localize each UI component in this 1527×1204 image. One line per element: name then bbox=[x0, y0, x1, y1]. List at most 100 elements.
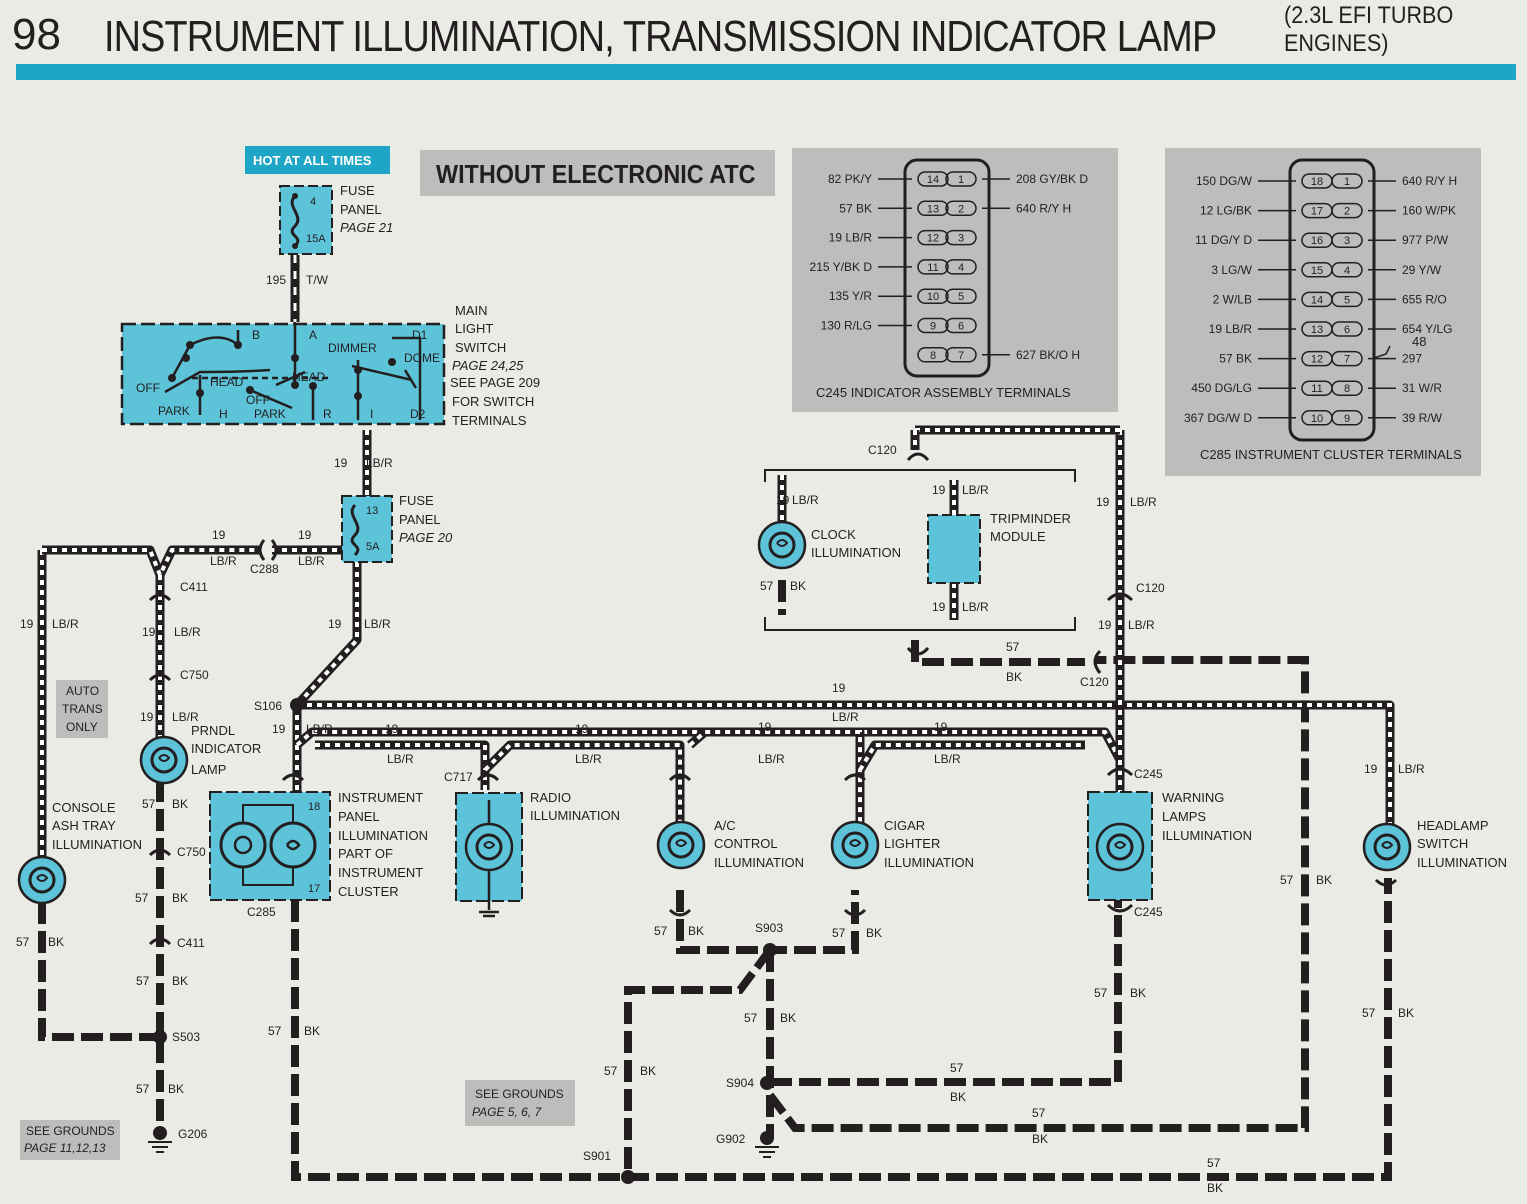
ground-symbols bbox=[148, 1126, 779, 1158]
label-s503: S503 bbox=[172, 1030, 200, 1044]
prndl-label-2: INDICATOR bbox=[191, 741, 261, 756]
switch-term-off-2: OFF bbox=[246, 393, 270, 407]
wire-number-label: 19 bbox=[1364, 762, 1378, 776]
terminal-left-wire: 150 DG/W bbox=[1196, 174, 1253, 188]
tripminder-labels: TRIPMINDER MODULE bbox=[990, 511, 1071, 544]
terminal-pin-number: 1 bbox=[958, 174, 964, 186]
warning-label-3: ILLUMINATION bbox=[1162, 828, 1252, 843]
title-underline-bar bbox=[16, 64, 1516, 80]
wire-color-label: LB/R bbox=[172, 710, 199, 724]
terminal-right-wire: 655 R/O bbox=[1402, 292, 1447, 306]
wire-color-label: BK bbox=[168, 1082, 184, 1096]
terminal-left-wire: 215 Y/BK D bbox=[810, 260, 873, 274]
cigar-label-3: ILLUMINATION bbox=[884, 855, 974, 870]
main-switch-label-3: SWITCH bbox=[455, 340, 506, 355]
wire-number-label: 57 bbox=[1094, 986, 1108, 1000]
see-grounds-2-line-1: SEE GROUNDS bbox=[475, 1087, 564, 1101]
wire-number-label: 19 bbox=[140, 710, 154, 724]
radio-label-2: ILLUMINATION bbox=[530, 808, 620, 823]
ip-pin-18: 18 bbox=[308, 801, 320, 813]
console-label-1: CONSOLE bbox=[52, 800, 116, 815]
main-switch-label-2: LIGHT bbox=[455, 321, 493, 336]
see-grounds-box-1 bbox=[20, 1120, 120, 1160]
terminal-pin-number: 12 bbox=[1311, 354, 1323, 366]
wire-color-label: LB/R bbox=[962, 483, 989, 497]
tripminder-module-box bbox=[927, 514, 981, 584]
terminal-right-wire: 31 W/R bbox=[1402, 381, 1442, 395]
wire-color-label: BK bbox=[950, 1090, 966, 1104]
ip-label-4: PART OF bbox=[338, 846, 393, 861]
ground-wires-57-bk bbox=[38, 580, 1392, 1181]
warning-label-1: WARNING bbox=[1162, 790, 1224, 805]
wire-number-label: 19 bbox=[142, 625, 156, 639]
prndl-label-3: LAMP bbox=[191, 762, 226, 777]
ac-labels: A/C CONTROL ILLUMINATION bbox=[714, 818, 804, 870]
terminal-pin-number: 7 bbox=[1344, 354, 1350, 366]
terminal-pin bbox=[917, 288, 949, 304]
cigar-labels: CIGAR LIGHTER ILLUMINATION bbox=[884, 818, 974, 870]
console-labels: CONSOLE ASH TRAY ILLUMINATION bbox=[52, 800, 142, 852]
auto-trans-label-1: AUTO bbox=[66, 684, 99, 698]
terminal-right-wire: 39 R/W bbox=[1402, 411, 1443, 425]
terminal-pin-number: 14 bbox=[1311, 294, 1323, 306]
terminal-pin-number: 5 bbox=[1344, 294, 1350, 306]
wire-color-label: BK bbox=[48, 935, 64, 949]
terminal-pin-number: 4 bbox=[1344, 265, 1350, 277]
main-switch-label-7: TERMINALS bbox=[452, 413, 527, 428]
wire-color-label: BK bbox=[172, 974, 188, 988]
page-subtitle: (2.3L EFI TURBO ENGINES) bbox=[1284, 2, 1453, 58]
wire-color-label: BK bbox=[790, 579, 806, 593]
terminal-left-wire: 135 Y/R bbox=[829, 289, 872, 303]
wire-color-label: BK bbox=[1032, 1132, 1048, 1146]
terminal-pin-number: 18 bbox=[1311, 176, 1323, 188]
switch-term-d1: D1 bbox=[412, 328, 428, 342]
terminal-left-wire: 367 DG/W D bbox=[1184, 411, 1252, 425]
clock-illumination-bulb bbox=[757, 520, 807, 570]
fuse-top-label-1: FUSE bbox=[340, 183, 375, 198]
page-number: 98 bbox=[12, 10, 61, 59]
wire-195-number: 195 bbox=[266, 273, 286, 287]
wire-number-label: 57 bbox=[1207, 1156, 1221, 1170]
switch-term-h: H bbox=[219, 407, 228, 421]
ac-label-2: CONTROL bbox=[714, 836, 778, 851]
wire-number-label: 19 bbox=[832, 681, 846, 695]
wire-number-label: 19 bbox=[334, 456, 348, 470]
wire-color-label: LB/R bbox=[210, 554, 237, 568]
main-switch-label-6: FOR SWITCH bbox=[452, 394, 534, 409]
feed-wires-19-lbr bbox=[37, 425, 1395, 860]
wire-color-label: LB/R bbox=[174, 625, 201, 639]
fuse-13-5a: 13 5A bbox=[341, 495, 393, 563]
fuse-4-15a: 4 15A bbox=[279, 185, 333, 255]
terminal-pin bbox=[945, 288, 977, 304]
terminal-right-wire: 297 bbox=[1402, 352, 1422, 366]
instrument-panel-illumination: 18 17 bbox=[209, 791, 331, 901]
hot-at-all-times-box bbox=[245, 146, 390, 174]
terminal-pin bbox=[917, 347, 949, 363]
wire-color-label: LB/R bbox=[306, 722, 333, 736]
label-c245-bottom: C245 bbox=[1134, 905, 1163, 919]
terminal-pin bbox=[917, 229, 949, 246]
wire-number-label: 19 bbox=[298, 528, 312, 542]
terminal-pin bbox=[1331, 232, 1363, 248]
terminal-pin bbox=[1331, 350, 1363, 367]
wire-color-label: LB/R bbox=[792, 493, 819, 507]
clock-label-1: CLOCK bbox=[811, 527, 856, 542]
terminal-pin-number: 3 bbox=[958, 233, 964, 245]
terminal-right-wire: 640 R/Y H bbox=[1016, 201, 1071, 215]
wire-number-label: 19 bbox=[776, 493, 790, 507]
wire-number-label: 57 bbox=[744, 1011, 758, 1025]
wire-color-label: BK bbox=[688, 924, 704, 938]
wire-number-label: 57 bbox=[760, 579, 774, 593]
fuse-mid-number: 13 bbox=[366, 505, 378, 517]
wire-number-label: 57 bbox=[136, 974, 150, 988]
headlamp-labels: HEADLAMP SWITCH ILLUMINATION bbox=[1417, 818, 1507, 870]
terminal-right-wire: 627 BK/O H bbox=[1016, 348, 1080, 362]
auto-trans-label-3: ONLY bbox=[66, 720, 98, 734]
terminal-left-wire: 3 LG/W bbox=[1211, 263, 1252, 277]
c285-extra-wire: 48 bbox=[1412, 334, 1426, 349]
hot-at-all-times-label: HOT AT ALL TIMES bbox=[253, 153, 372, 168]
label-c120-top: C120 bbox=[868, 443, 897, 457]
terminal-pin-number: 9 bbox=[1344, 413, 1350, 425]
